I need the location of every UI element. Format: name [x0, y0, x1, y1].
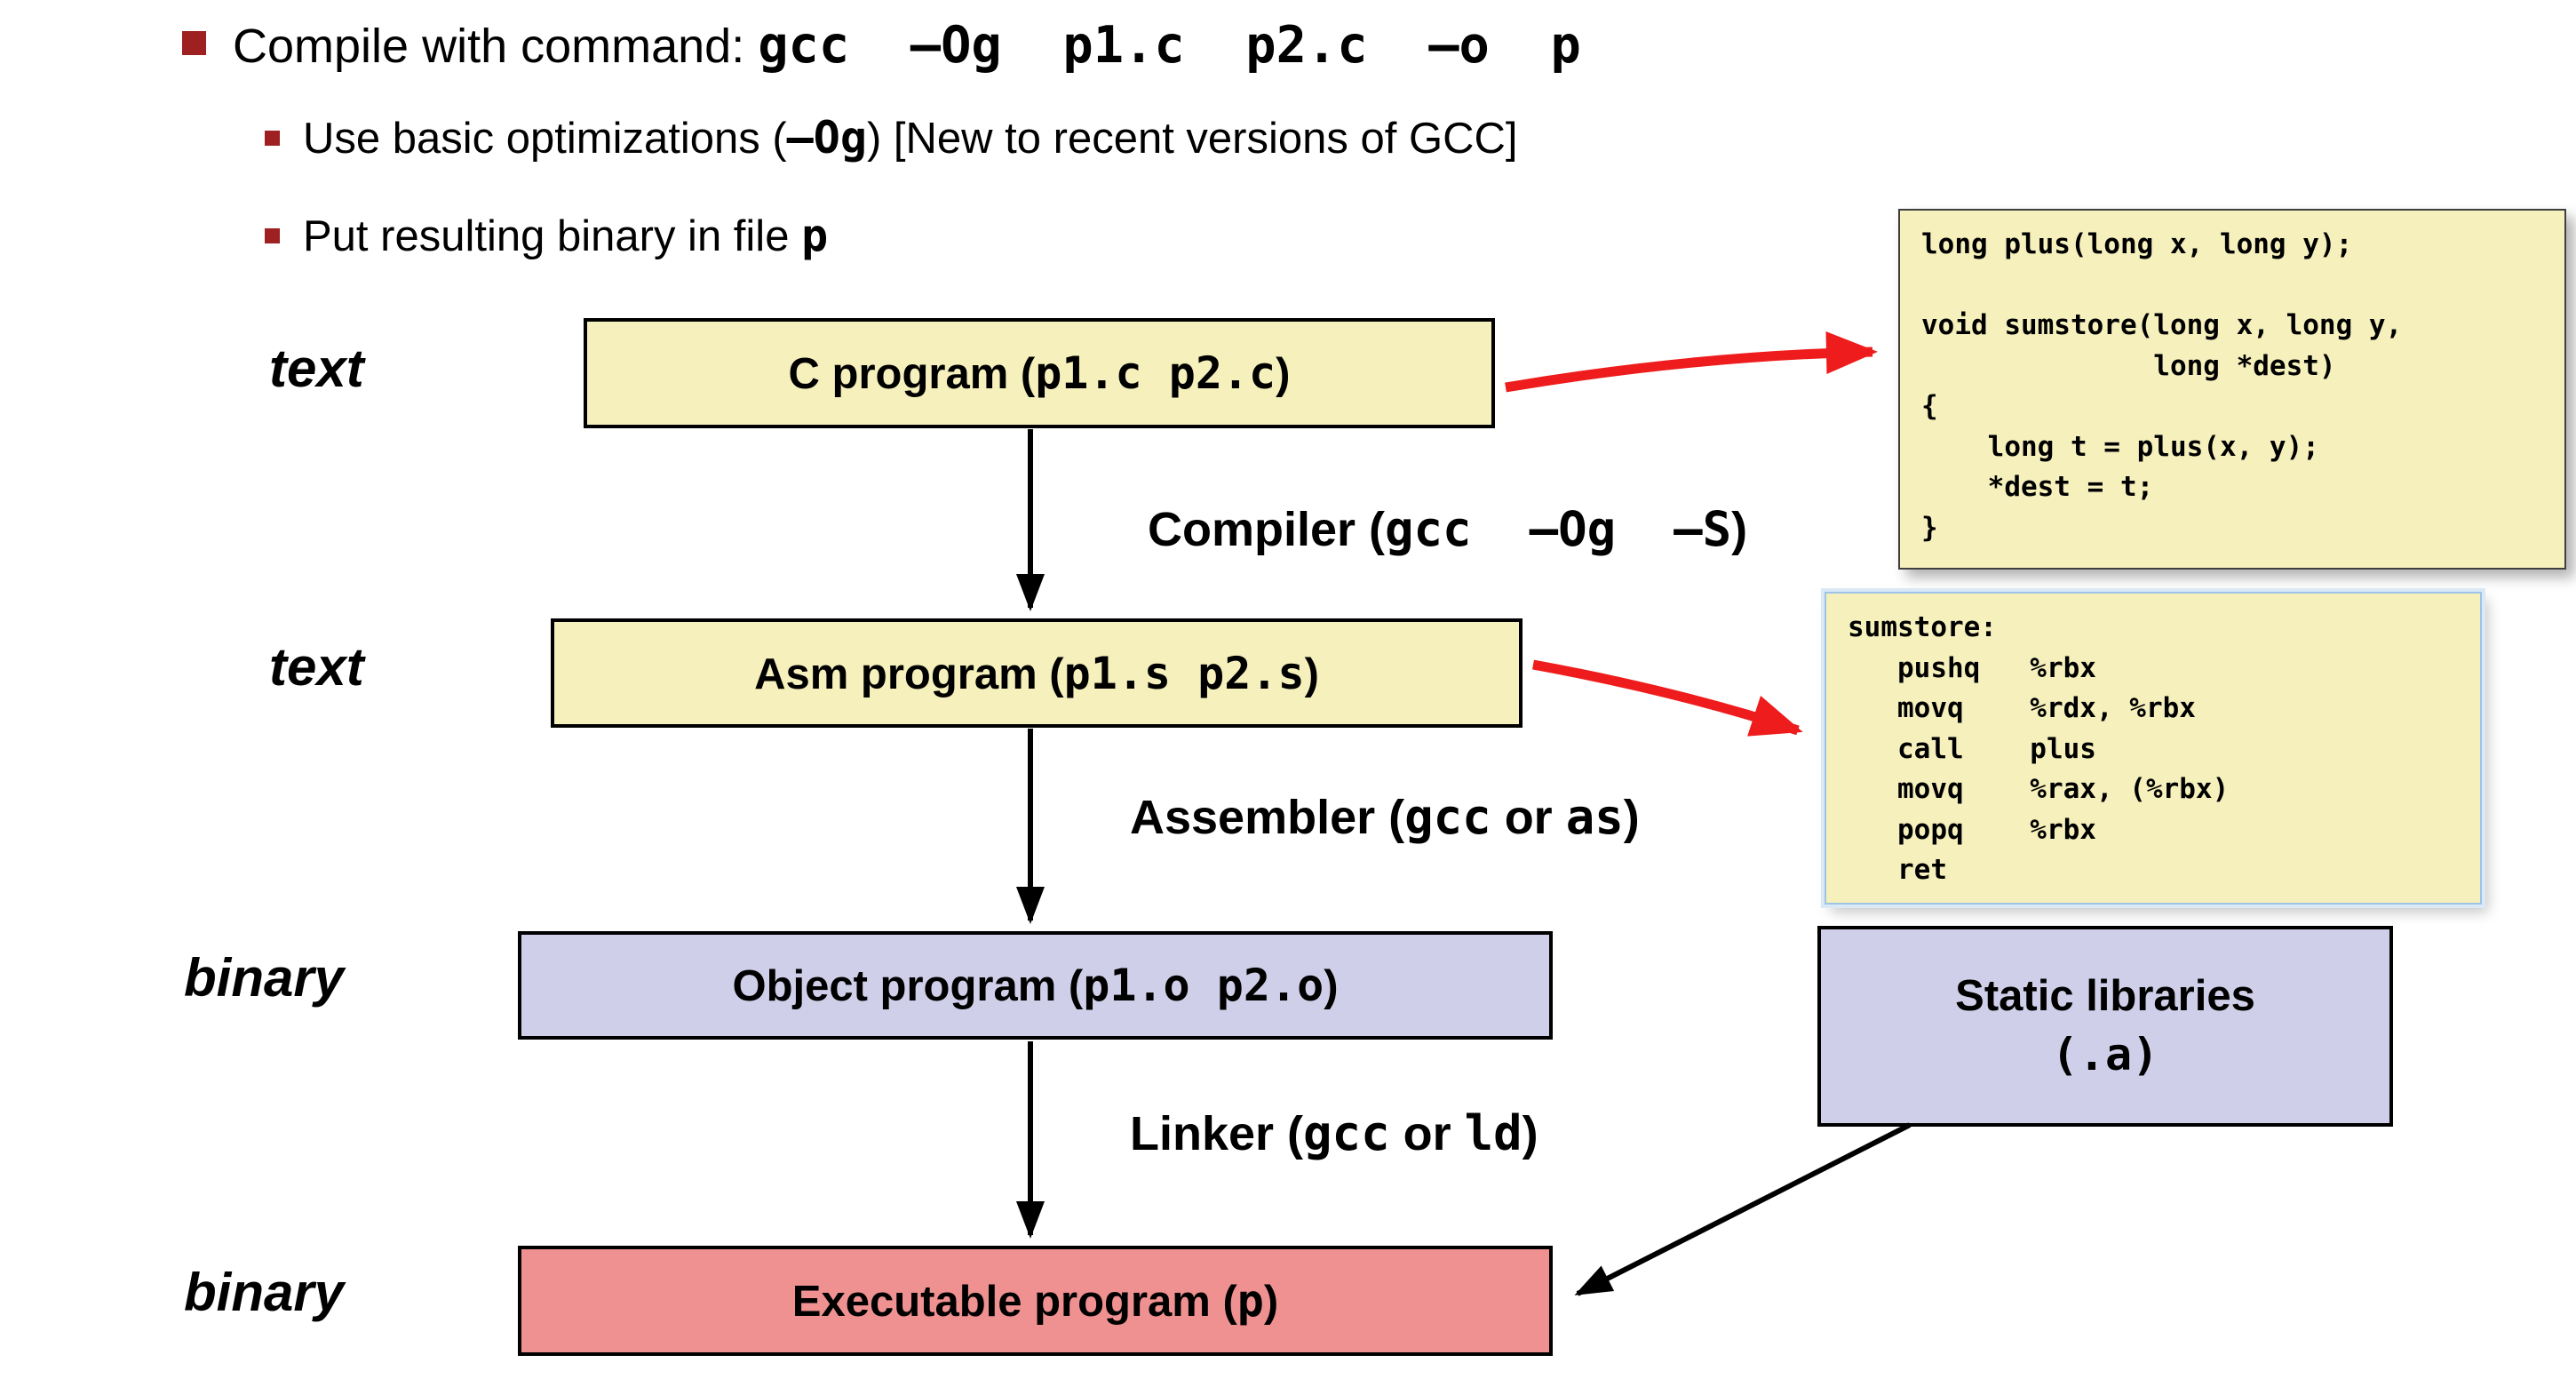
- sub1-flag: –Og: [786, 112, 867, 163]
- assembler-post: ): [1623, 791, 1640, 844]
- sub-bullet-square-icon: [265, 131, 280, 146]
- label-text-1: text: [269, 339, 364, 398]
- sub-bullet-optimizations-text: Use basic optimizations (–Og) [New to re…: [303, 112, 1517, 163]
- asm-program-pre: Asm program (: [754, 650, 1064, 698]
- sub-bullet-optimizations: Use basic optimizations (–Og) [New to re…: [265, 112, 1517, 163]
- sub2-filename: p: [801, 210, 829, 261]
- c-program-pre: C program (: [788, 350, 1036, 398]
- c-program-post: ): [1276, 350, 1291, 398]
- executable-post: ): [1263, 1278, 1279, 1326]
- static-libraries-label-group: Static libraries (.a): [1955, 967, 2255, 1086]
- arrow-c-source-pointer: [1505, 331, 1878, 393]
- bullet-compile-prefix: Compile with command:: [233, 20, 759, 73]
- sub1-post: ) [New to recent versions of GCC]: [866, 115, 1518, 163]
- asm-program-post: ): [1304, 650, 1319, 698]
- box-static-libraries: Static libraries (.a): [1817, 926, 2393, 1127]
- object-program-files: p1.o p2.o: [1083, 960, 1324, 1011]
- arrow-static-libs-to-executable: [1574, 1122, 1912, 1296]
- static-libraries-extension: (.a): [2051, 1029, 2159, 1081]
- executable-file: p: [1236, 1275, 1264, 1327]
- sub-bullet-binary-text: Put resulting binary in file p: [303, 210, 828, 261]
- label-linker: Linker (gcc or ld): [1130, 1105, 1538, 1161]
- compiler-post: ): [1731, 503, 1748, 556]
- compiler-pre: Compiler (: [1148, 503, 1386, 556]
- box-asm-program: Asm program (p1.s p2.s): [551, 618, 1523, 728]
- linker-command-1: gcc: [1303, 1105, 1390, 1161]
- box-asm-program-label: Asm program (p1.s p2.s): [754, 648, 1319, 699]
- label-binary-2: binary: [184, 1263, 345, 1322]
- box-object-program: Object program (p1.o p2.o): [518, 931, 1553, 1040]
- bullet-compile-command: Compile with command: gcc –Og p1.c p2.c …: [182, 16, 1581, 75]
- assembler-command-2: as: [1565, 789, 1624, 845]
- box-c-program-label: C program (p1.c p2.c): [789, 347, 1291, 399]
- executable-pre: Executable program (: [791, 1278, 1237, 1326]
- compiler-command: gcc –Og –S: [1385, 501, 1732, 557]
- label-text-2: text: [269, 637, 364, 697]
- box-executable-program: Executable program (p): [518, 1246, 1553, 1356]
- bullet-square-icon: [182, 31, 206, 55]
- linker-post: ): [1522, 1107, 1538, 1160]
- object-program-post: ): [1324, 962, 1339, 1010]
- label-assembler: Assembler (gcc or as): [1130, 789, 1640, 845]
- compile-command-text: gcc –Og p1.c p2.c –o p: [758, 16, 1581, 75]
- sub2-pre: Put resulting binary in file: [303, 212, 802, 260]
- arrow-asm-source-pointer: [1532, 659, 1803, 737]
- linker-mid: or: [1389, 1107, 1465, 1160]
- sub1-pre: Use basic optimizations (: [303, 115, 787, 163]
- sub-bullet-binary-file: Put resulting binary in file p: [265, 210, 828, 261]
- assembler-mid: or: [1491, 791, 1566, 844]
- code-c-source: long plus(long x, long y); void sumstore…: [1898, 209, 2566, 570]
- static-libraries-label: Static libraries: [1955, 972, 2255, 1021]
- linker-pre: Linker (: [1130, 1107, 1304, 1160]
- box-object-program-label: Object program (p1.o p2.o): [732, 960, 1338, 1011]
- code-asm-source: sumstore: pushq %rbx movq %rdx, %rbx cal…: [1825, 592, 2482, 905]
- sub-bullet-square-icon: [265, 228, 280, 243]
- box-executable-program-label: Executable program (p): [792, 1275, 1278, 1327]
- box-c-program: C program (p1.c p2.c): [584, 318, 1495, 428]
- object-program-pre: Object program (: [732, 962, 1084, 1010]
- label-binary-1: binary: [184, 948, 345, 1008]
- asm-program-files: p1.s p2.s: [1063, 647, 1305, 699]
- c-program-files: p1.c p2.c: [1035, 347, 1276, 399]
- linker-command-2: ld: [1464, 1105, 1523, 1161]
- assembler-pre: Assembler (: [1130, 791, 1405, 844]
- label-compiler: Compiler (gcc –Og –S): [1148, 501, 1747, 557]
- assembler-command-1: gcc: [1404, 789, 1491, 845]
- bullet-compile-text: Compile with command: gcc –Og p1.c p2.c …: [233, 16, 1581, 75]
